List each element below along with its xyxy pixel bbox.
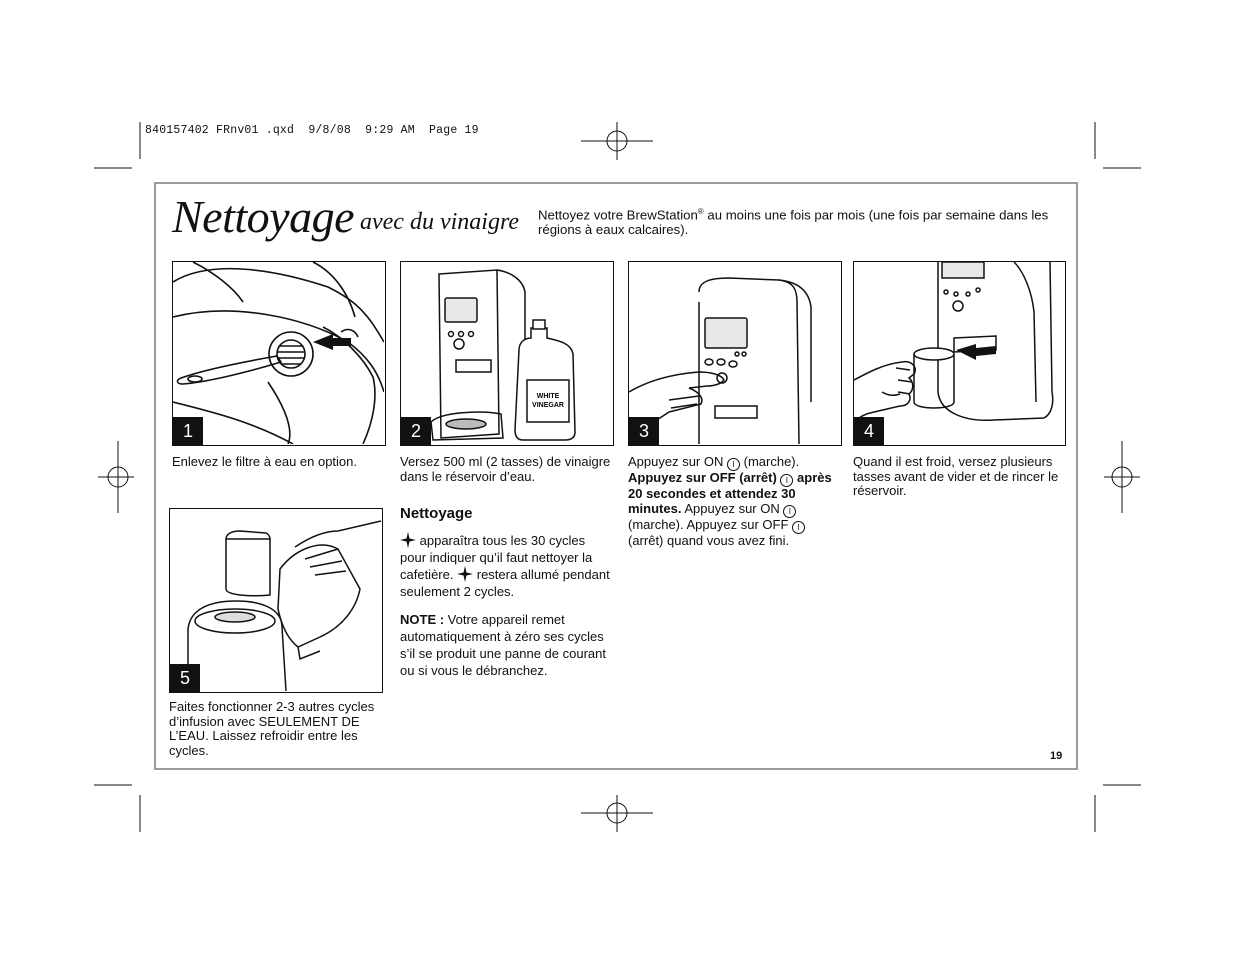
filter-removal-drawing [173,262,384,444]
cleaning-note: NOTE : Votre appareil remet automatiquem… [400,611,612,679]
carafe-rinse-drawing [170,509,381,691]
registration-mark-bottom [581,795,653,832]
page-subtitle: avec du vinaigre [360,209,519,236]
step-5-illustration: 5 [169,508,383,693]
registration-mark-top [581,122,653,160]
step-3-caption: Appuyez sur ON I (marche). Appuyez sur O… [628,455,842,548]
step-4-illustration: 4 [853,261,1066,446]
power-off-icon: I [792,521,805,534]
registration-mark-left [98,441,134,513]
step-number-5: 5 [170,664,200,692]
clean-indicator-icon [400,532,416,548]
step-3-illustration: 3 [628,261,842,446]
registration-mark-right [1104,441,1140,513]
step-1-caption: Enlevez le filtre à eau en option. [172,455,386,470]
cleaning-heading: Nettoyage [400,505,473,522]
step-number-4: 4 [854,417,884,445]
vinegar-pour-drawing: WHITE VINEGAR [401,262,612,444]
step-2-caption: Versez 500 ml (2 tasses) de vinaigre dan… [400,455,614,484]
page-number: 19 [1050,750,1062,762]
cleaning-paragraph: apparaîtra tous les 30 cycles pour indiq… [400,532,612,600]
jug-label-vinegar: VINEGAR [532,402,564,409]
step-2-illustration: WHITE VINEGAR 2 [400,261,614,446]
page-title: Nettoyage [172,190,354,243]
press-button-drawing [629,262,840,444]
step-4-caption: Quand il est froid, versez plusieurs tas… [853,455,1067,499]
step-number-2: 2 [401,417,431,445]
step-1-illustration: 1 [172,261,386,446]
intro-text: Nettoyez votre BrewStation® au moins une… [538,204,1063,237]
jug-label-white: WHITE [537,393,560,400]
clean-indicator-icon [457,566,473,582]
dispense-cup-drawing [854,262,1064,444]
step-number-3: 3 [629,417,659,445]
step-number-1: 1 [173,417,203,445]
step-5-caption: Faites fonctionner 2-3 autres cycles d’i… [169,700,385,758]
file-slug: 840157402 FRnv01 .qxd 9/8/08 9:29 AM Pag… [145,124,479,137]
